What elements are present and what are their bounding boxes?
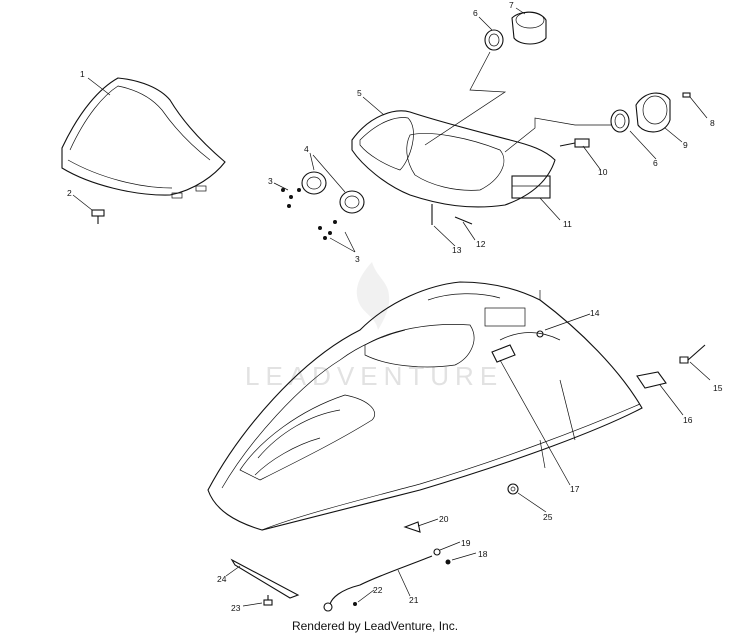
callout-22: 22: [373, 585, 383, 595]
bulb-part-8: [682, 92, 691, 98]
console-cover-part-5: [351, 110, 556, 208]
small-fasteners-part-3: [281, 188, 337, 240]
callout-25: 25: [543, 512, 553, 522]
callout-numbers: 1 2 3 3 4 5 6 6 7 8 9 10 11 12 13 14 15 …: [67, 0, 723, 613]
callout-16: 16: [683, 415, 693, 425]
switch-part-10: [559, 138, 590, 148]
callout-12: 12: [476, 239, 486, 249]
callout-2: 2: [67, 188, 72, 198]
callout-6a: 6: [473, 8, 478, 18]
callout-6b: 6: [653, 158, 658, 168]
callout-9: 9: [683, 140, 688, 150]
callout-15: 15: [713, 383, 723, 393]
watermark-logo: [356, 262, 390, 330]
callout-4: 4: [304, 144, 309, 154]
callout-10: 10: [598, 167, 608, 177]
lower-hardware: [230, 521, 451, 612]
callout-18: 18: [478, 549, 488, 559]
callout-14: 14: [590, 308, 600, 318]
callout-7: 7: [509, 0, 514, 10]
callout-20: 20: [439, 514, 449, 524]
callout-19: 19: [461, 538, 471, 548]
callout-3a: 3: [268, 176, 273, 186]
tachometer-part-7: [424, 11, 547, 146]
callout-3b: 3: [355, 254, 360, 264]
cable-part-12-13: [431, 204, 473, 225]
windshield-part: [61, 77, 226, 199]
callout-1: 1: [80, 69, 85, 79]
callout-23: 23: [231, 603, 241, 613]
gauge-rings-part-4: [301, 171, 365, 214]
hull-body: [207, 281, 643, 531]
screw-part-2: [91, 209, 105, 224]
callout-5: 5: [357, 88, 362, 98]
watermark-text: LEADVENTURE: [245, 361, 503, 391]
callout-17: 17: [570, 484, 580, 494]
speedometer-part-9: [504, 92, 671, 153]
callout-8: 8: [710, 118, 715, 128]
leader-lines: [72, 7, 711, 607]
callout-21: 21: [409, 595, 419, 605]
hull-hardware: [491, 330, 544, 495]
callout-11: 11: [563, 219, 572, 229]
callout-24: 24: [217, 574, 227, 584]
drain-part-15-16: [636, 344, 706, 389]
callout-13: 13: [452, 245, 462, 255]
footer-credit: Rendered by LeadVenture, Inc.: [291, 619, 459, 633]
